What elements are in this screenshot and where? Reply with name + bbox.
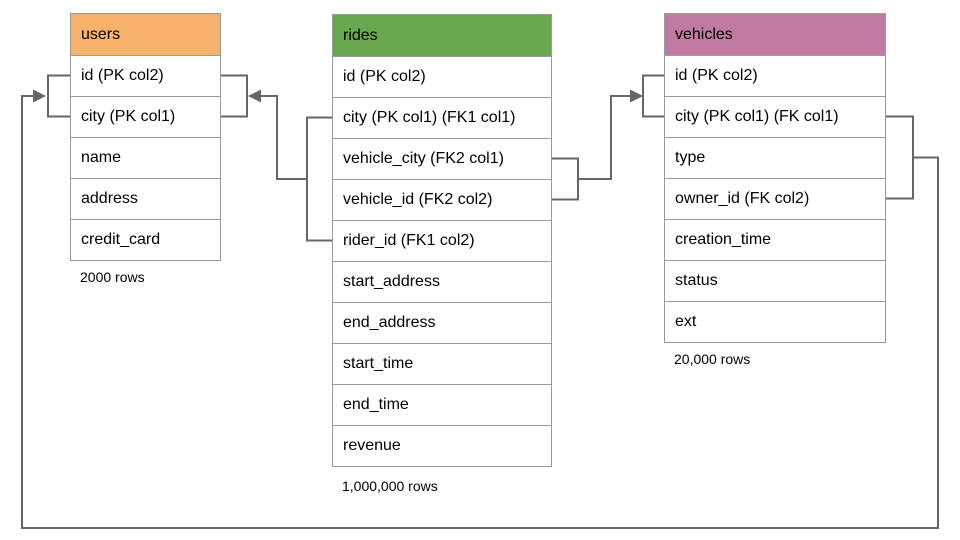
users-right-bracket bbox=[221, 74, 248, 118]
table-row: city (PK col1) (FK1 col1) bbox=[333, 97, 551, 138]
vehicles-right-bracket bbox=[886, 115, 914, 200]
column-label: vehicle_id (FK2 col2) bbox=[343, 191, 493, 208]
rides-left-bracket bbox=[306, 116, 332, 242]
arrowhead-into-vehicles bbox=[630, 89, 643, 103]
table-row: vehicle_city (FK2 col1) bbox=[333, 138, 551, 179]
table-row: rider_id (FK1 col2) bbox=[333, 220, 551, 261]
table-row: type bbox=[665, 137, 885, 178]
arrowhead-into-users-left bbox=[33, 89, 46, 103]
table-users-header: users bbox=[71, 14, 220, 55]
vehicles-row-count: 20,000 rows bbox=[674, 351, 751, 367]
column-label: id (PK col2) bbox=[81, 67, 164, 84]
table-row: vehicle_id (FK2 col2) bbox=[333, 179, 551, 220]
table-users: users id (PK col2) city (PK col1) name a… bbox=[70, 13, 221, 261]
table-row: creation_time bbox=[665, 219, 885, 260]
table-row: status bbox=[665, 260, 885, 301]
table-row: end_time bbox=[333, 384, 551, 425]
rides-row-count: 1,000,000 rows bbox=[342, 478, 438, 494]
column-label: ext bbox=[675, 313, 697, 330]
table-row: owner_id (FK col2) bbox=[665, 178, 885, 219]
vehicles-left-bracket bbox=[642, 74, 664, 118]
table-row: address bbox=[71, 178, 220, 219]
table-row: start_time bbox=[333, 343, 551, 384]
column-label: creation_time bbox=[675, 231, 772, 248]
rides-vehicles-link-line bbox=[578, 95, 632, 180]
table-row: end_address bbox=[333, 302, 551, 343]
table-row: start_address bbox=[333, 261, 551, 302]
column-label: status bbox=[675, 272, 718, 289]
arrowhead-into-users bbox=[248, 89, 261, 103]
table-row: id (PK col2) bbox=[71, 55, 220, 96]
table-row: credit_card bbox=[71, 219, 220, 260]
table-rides: rides id (PK col2) city (PK col1) (FK1 c… bbox=[332, 14, 552, 467]
table-row: id (PK col2) bbox=[665, 55, 885, 96]
table-row: city (PK col1) (FK col1) bbox=[665, 96, 885, 137]
connector-vehicles-to-users bbox=[21, 74, 939, 529]
column-label: type bbox=[675, 149, 706, 166]
table-row: revenue bbox=[333, 425, 551, 466]
table-row: ext bbox=[665, 301, 885, 342]
column-label: start_time bbox=[343, 355, 414, 372]
table-row: id (PK col2) bbox=[333, 56, 551, 97]
column-label: vehicle_city (FK2 col1) bbox=[343, 150, 504, 167]
rides-right-bracket bbox=[552, 157, 579, 201]
connector-rides-to-users bbox=[221, 74, 332, 242]
users-row-count: 2000 rows bbox=[80, 269, 145, 285]
column-label: credit_card bbox=[81, 231, 161, 248]
column-label: revenue bbox=[343, 437, 401, 454]
rides-users-link-line bbox=[259, 95, 307, 180]
column-label: id (PK col2) bbox=[675, 67, 758, 84]
users-left-bracket bbox=[47, 74, 70, 118]
connector-rides-to-vehicles bbox=[552, 74, 664, 201]
table-rides-header: rides bbox=[333, 15, 551, 56]
column-label: id (PK col2) bbox=[343, 68, 426, 85]
column-label: address bbox=[81, 190, 138, 207]
table-vehicles: vehicles id (PK col2) city (PK col1) (FK… bbox=[664, 13, 886, 343]
column-label: rider_id (FK1 col2) bbox=[343, 232, 475, 249]
column-label: owner_id (FK col2) bbox=[675, 190, 810, 207]
table-row: city (PK col1) bbox=[71, 96, 220, 137]
vehicles-users-link-line bbox=[21, 95, 939, 529]
column-label: end_address bbox=[343, 314, 436, 331]
column-label: start_address bbox=[343, 273, 440, 290]
column-label: city (PK col1) bbox=[81, 108, 176, 125]
table-vehicles-header: vehicles bbox=[665, 14, 885, 55]
column-label: end_time bbox=[343, 396, 409, 413]
column-label: city (PK col1) (FK1 col1) bbox=[343, 109, 516, 126]
column-label: name bbox=[81, 149, 122, 166]
table-row: name bbox=[71, 137, 220, 178]
column-label: city (PK col1) (FK col1) bbox=[675, 108, 839, 125]
